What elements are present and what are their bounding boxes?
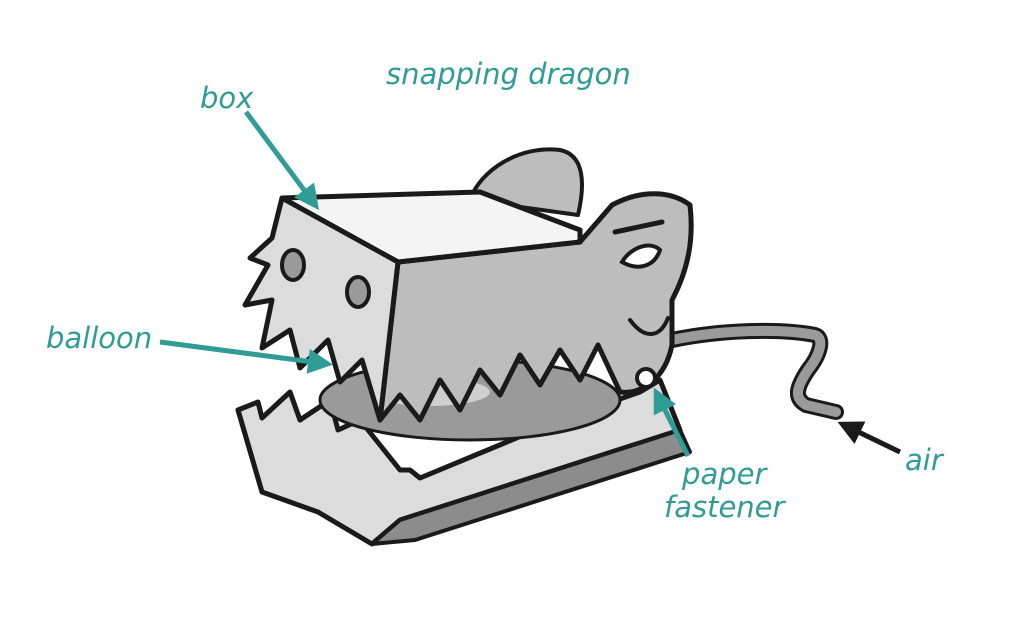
dragon-smile [628,316,670,336]
lower-jaw-side [370,428,692,546]
nostril-left [280,248,306,282]
air-tube-fill [667,325,841,417]
label-air: air [905,443,943,477]
paper-fastener-shape [635,367,657,389]
dragon-brow [612,219,665,235]
paper-fastener-arrow [653,387,691,458]
label-box: box [200,81,254,115]
box-arrow [243,110,319,211]
nostril-right [345,275,371,309]
head-front [242,195,401,423]
head-side [377,191,694,423]
label-paper-line1: paper [682,457,767,491]
label-balloon: balloon [46,321,153,355]
label-paper-line2: fastener [664,490,785,524]
label-paper-fastener: paper fastener [664,458,784,524]
air-arrow [837,421,902,455]
diagram-title: snapping dragon [386,57,631,91]
dragon-eye [619,243,663,269]
balloon-arrow [159,339,333,374]
